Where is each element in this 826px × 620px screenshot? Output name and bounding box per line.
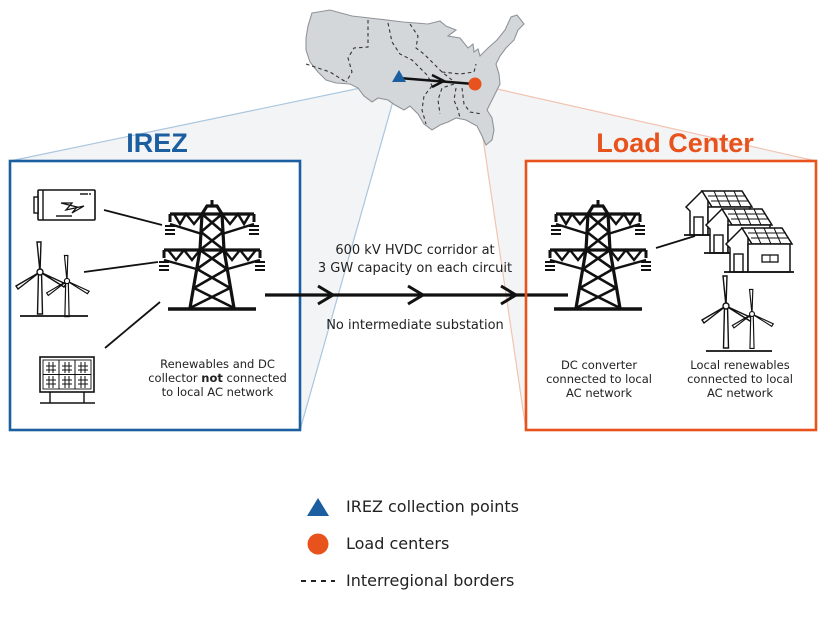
corridor-substation-note: No intermediate substation (326, 318, 504, 333)
houses-connector (655, 235, 696, 249)
caption-text: connected (222, 371, 287, 385)
battery-icon (33, 189, 96, 221)
load-fan-edge-left (474, 83, 527, 431)
interregional-borders (305, 20, 483, 125)
load-center-marker (468, 77, 482, 91)
irez-caption-line1: Renewables and DC (160, 357, 275, 371)
irez-fan-edge-right (299, 79, 400, 431)
wind-turbines-icon (15, 241, 90, 318)
renewables-caption-line: Local renewables (690, 358, 790, 372)
irez-caption-line3: to local AC network (161, 385, 274, 399)
converter-caption: DC converter connected to local AC netwo… (540, 358, 658, 400)
converter-caption-line: DC converter (560, 358, 638, 372)
legend-item-borders: Interregional borders (296, 562, 519, 599)
solar-connector (104, 301, 161, 349)
converter-caption-line: connected to local (546, 372, 652, 386)
solar-houses-icon (683, 190, 795, 273)
renewables-caption-line: connected to local (687, 372, 793, 386)
load-fan-edge-right (474, 83, 817, 162)
load-center-title: Load Center (596, 128, 754, 158)
renewables-caption-line: AC network (706, 386, 774, 400)
irez-caption: Renewables and DC collector not connecte… (140, 357, 295, 399)
legend-label: Load centers (346, 534, 450, 553)
circle-icon (296, 532, 340, 556)
corridor-label-line1: 600 kV HVDC corridor at (335, 243, 495, 258)
triangle-icon (296, 497, 340, 517)
irez-fan-edge-left (9, 79, 400, 162)
load-center-box (524, 159, 818, 432)
irez-title: IREZ (126, 128, 188, 158)
battery-connector (103, 209, 163, 226)
legend-item-irez: IREZ collection points (296, 488, 519, 525)
us-outline (305, 9, 525, 146)
dashed-line-icon (296, 578, 340, 584)
caption-text: collector (148, 371, 202, 385)
legend-label: Interregional borders (346, 571, 515, 590)
legend: IREZ collection points Load centers Inte… (296, 488, 519, 599)
legend-item-load: Load centers (296, 525, 519, 562)
converter-caption-line: AC network (565, 386, 633, 400)
local-renewables-caption: Local renewables connected to local AC n… (678, 358, 802, 400)
us-map (305, 9, 525, 146)
legend-label: IREZ collection points (346, 497, 519, 516)
corridor-label-line2: 3 GW capacity on each circuit (317, 261, 513, 276)
hvdc-corridor-line (265, 284, 568, 306)
irez-collection-point-marker (392, 70, 406, 82)
corridor-label: 600 kV HVDC corridor at 3 GW capacity on… (300, 242, 530, 278)
hvdc-corridor-arrow (398, 73, 475, 89)
solar-panel-icon (39, 356, 95, 404)
wind-connector (83, 261, 159, 273)
caption-emphasis: not (201, 371, 223, 385)
local-wind-turbines-icon (701, 275, 774, 352)
irez-caption-line2: collector not connected (140, 371, 295, 385)
